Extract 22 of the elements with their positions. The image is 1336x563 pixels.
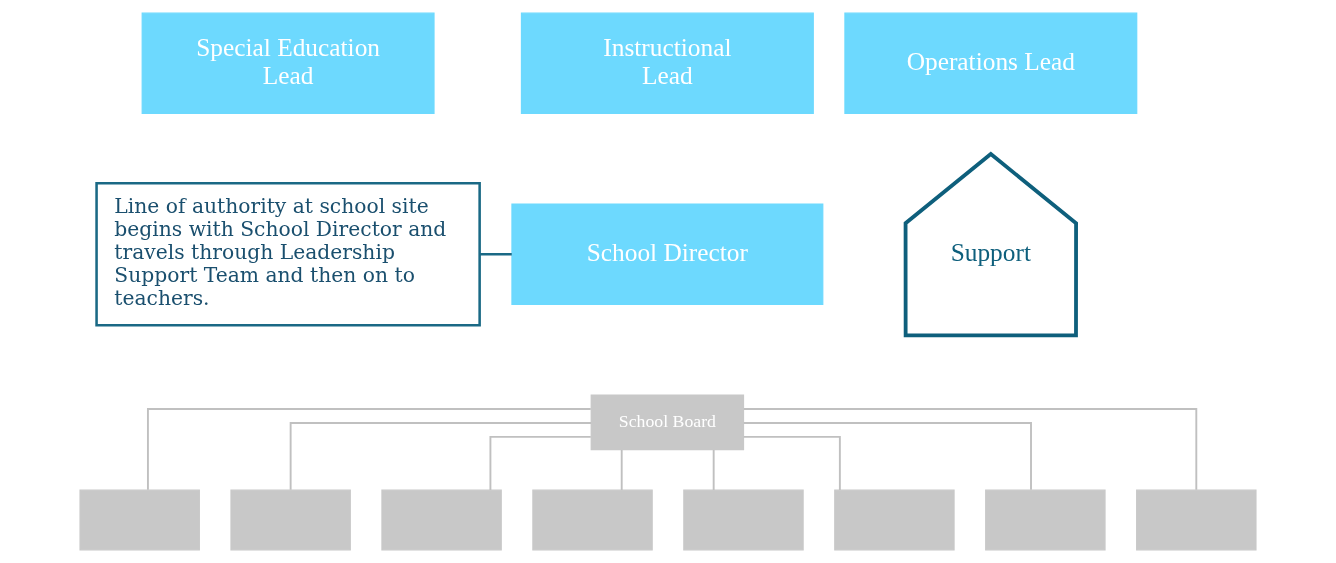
connector <box>479 252 512 256</box>
node-box <box>985 489 1106 551</box>
node-box <box>79 489 200 551</box>
connector <box>742 435 841 491</box>
connector <box>289 422 593 491</box>
connector <box>620 449 623 492</box>
node-box: Operations Lead <box>844 12 1138 115</box>
node-box <box>1136 489 1257 551</box>
node-box <box>834 489 955 551</box>
connector <box>742 422 1032 491</box>
node-box <box>683 489 804 551</box>
connector <box>147 408 592 491</box>
connector <box>712 449 715 492</box>
node-box: School Director <box>511 203 824 305</box>
connector <box>742 408 1198 491</box>
node-box: Line of authority at school site begins with School Director and travels through Leadership Support Team and then on to teachers. <box>95 181 481 327</box>
node-box: Special Education Lead <box>141 12 435 115</box>
node-box <box>230 489 351 551</box>
connector <box>489 435 592 491</box>
node-box <box>381 489 502 551</box>
node-box <box>532 489 653 551</box>
node-box: Instructional Lead <box>520 12 814 115</box>
